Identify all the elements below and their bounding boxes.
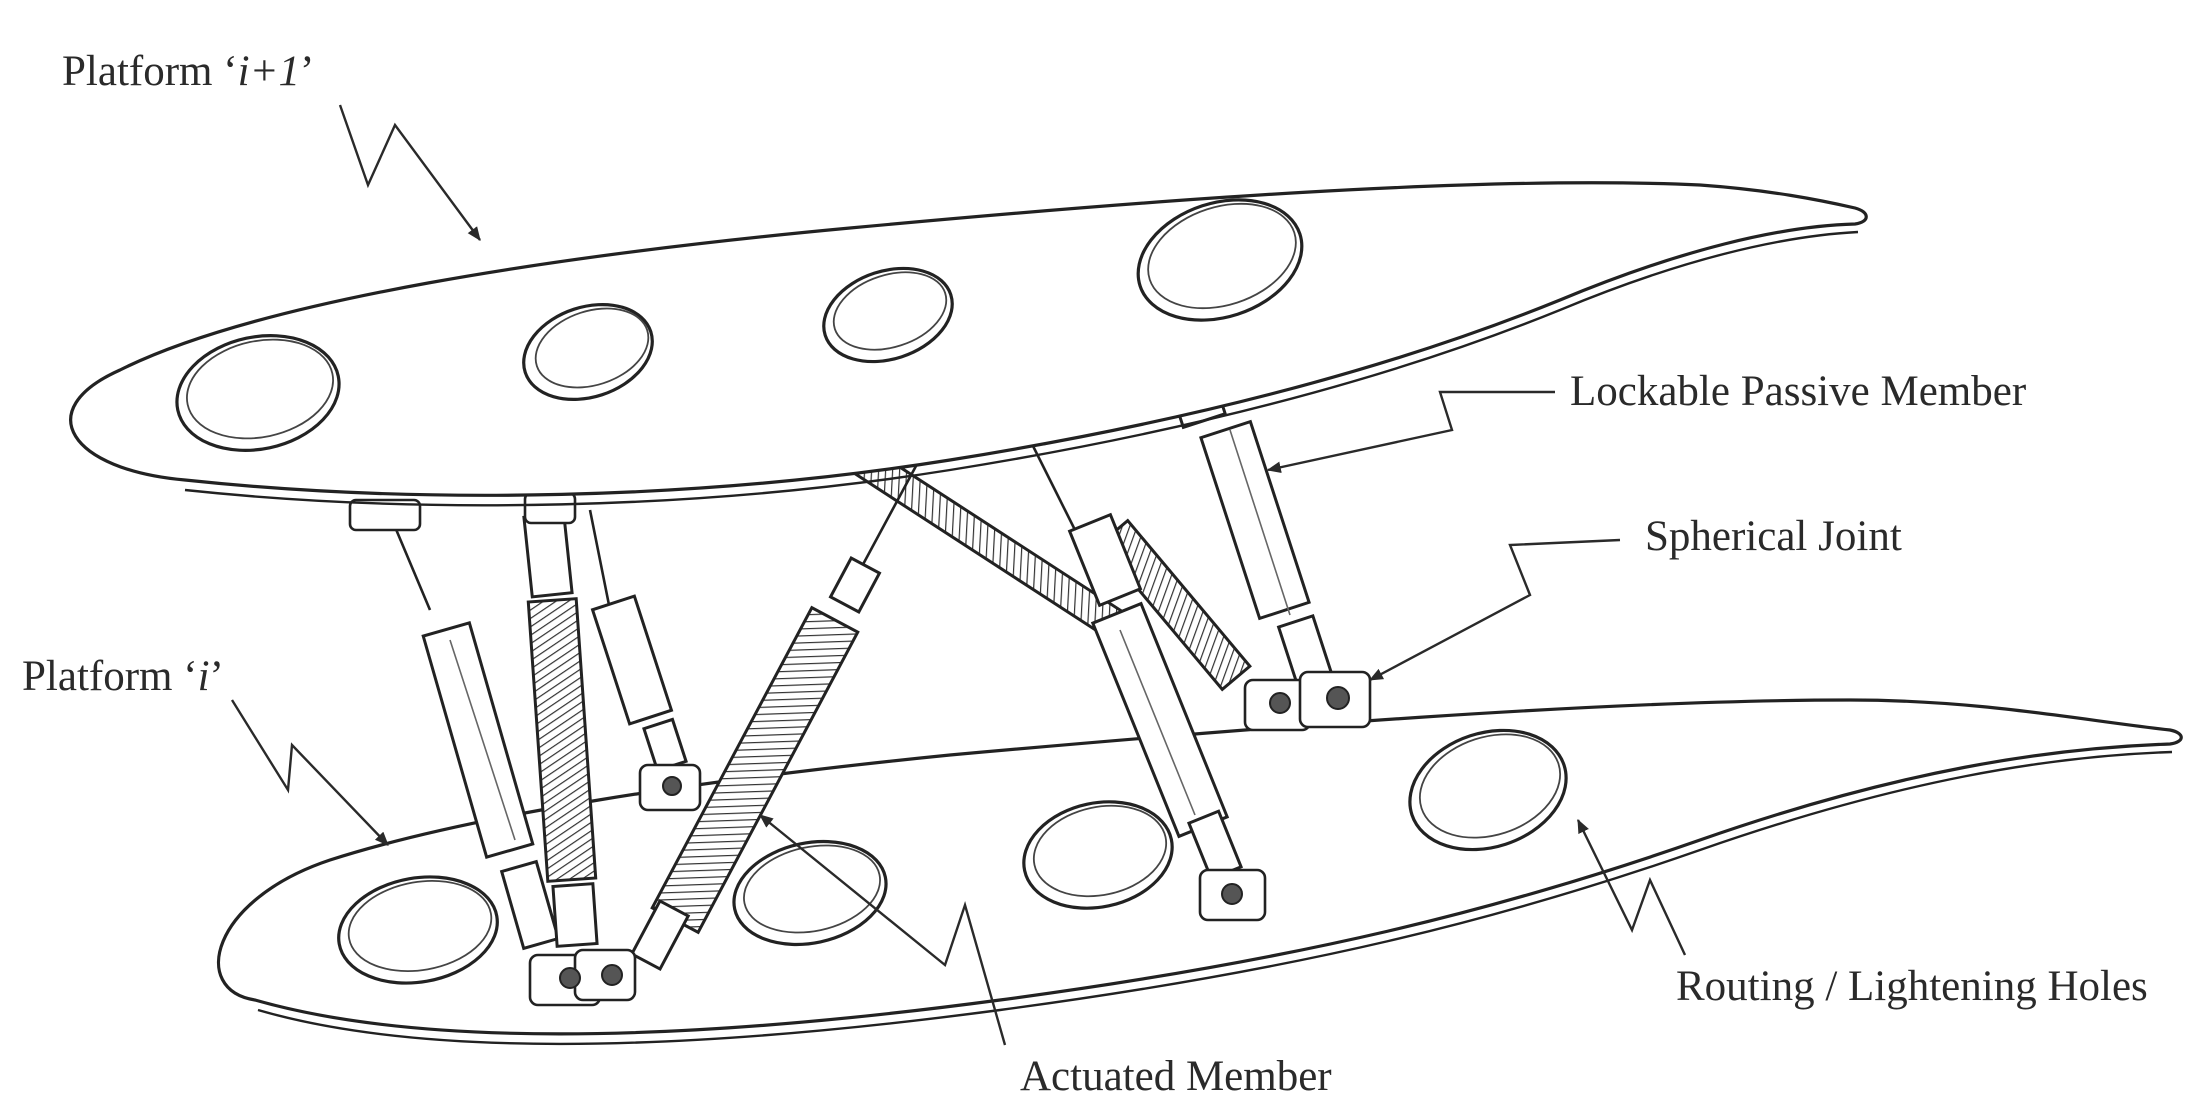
upper-lightening-hole-4 [1136,198,1304,322]
upper-platform [69,181,1868,507]
label-platform-lower: Platform ‘i’ [22,653,224,700]
label-platform-upper: Platform ‘i+1’ [62,48,314,95]
upper-lightening-hole-2 [522,302,654,402]
leader-platform-upper [338,104,481,241]
passive-member-left-back [588,509,688,773]
passive-member-left-outer [388,514,561,951]
spherical-joint [1243,670,1372,732]
label-actuated-member: Actuated Member [1020,1053,1332,1100]
actuated-member-left [522,511,599,948]
lower-platform [217,698,2183,1046]
lower-joint-left-back [638,763,702,812]
leader-platform-lower [230,699,389,846]
upper-lightening-hole-1 [175,334,341,452]
label-routing-lightening-holes: Routing / Lightening Holes [1676,963,2148,1010]
leader-spherical-joint [1368,538,1621,682]
leader-routing-holes [1576,818,1687,956]
leader-lockable-passive-member [1266,390,1555,473]
leader-actuated-member [759,814,1007,1046]
upper-lightening-hole-3 [822,266,954,364]
label-spherical-joint: Spherical Joint [1645,513,1902,560]
lower-lightening-hole-4 [1408,728,1568,852]
lower-lightening-hole-3 [1022,800,1174,910]
passive-member-center-right [1028,439,1244,881]
labels: Platform ‘i+1’ Lockable Passive Member S… [22,48,2148,1100]
leader-lines [230,104,1687,1046]
lower-joint-left [528,948,637,1007]
label-lockable-passive-member: Lockable Passive Member [1570,368,2026,415]
lower-joint-center [1198,868,1267,922]
lower-lightening-hole-1 [337,875,499,985]
lower-lightening-hole-2 [732,839,888,947]
